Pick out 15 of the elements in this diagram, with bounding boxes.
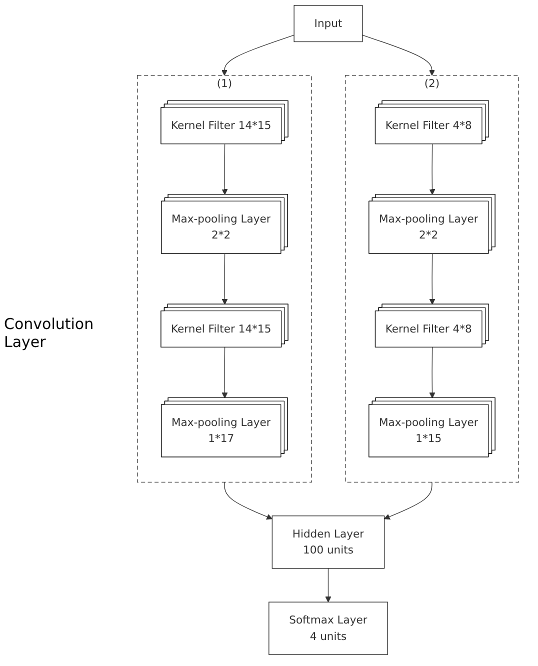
node-box: Softmax Layer 4 units	[268, 602, 388, 655]
arrow	[222, 254, 228, 305]
arrow	[362, 34, 435, 76]
node-box: Hidden Layer 100 units	[272, 516, 385, 569]
arrow	[222, 34, 294, 76]
arrow	[429, 144, 436, 195]
arrow	[325, 568, 332, 602]
layer-label: Convolution Layer	[4, 315, 95, 351]
node-box: Input	[294, 5, 363, 42]
arrow	[222, 144, 228, 195]
arrow	[384, 482, 432, 520]
arrow	[222, 347, 228, 398]
arrow	[224, 482, 272, 520]
arrow	[429, 347, 436, 398]
arrow	[429, 254, 436, 305]
